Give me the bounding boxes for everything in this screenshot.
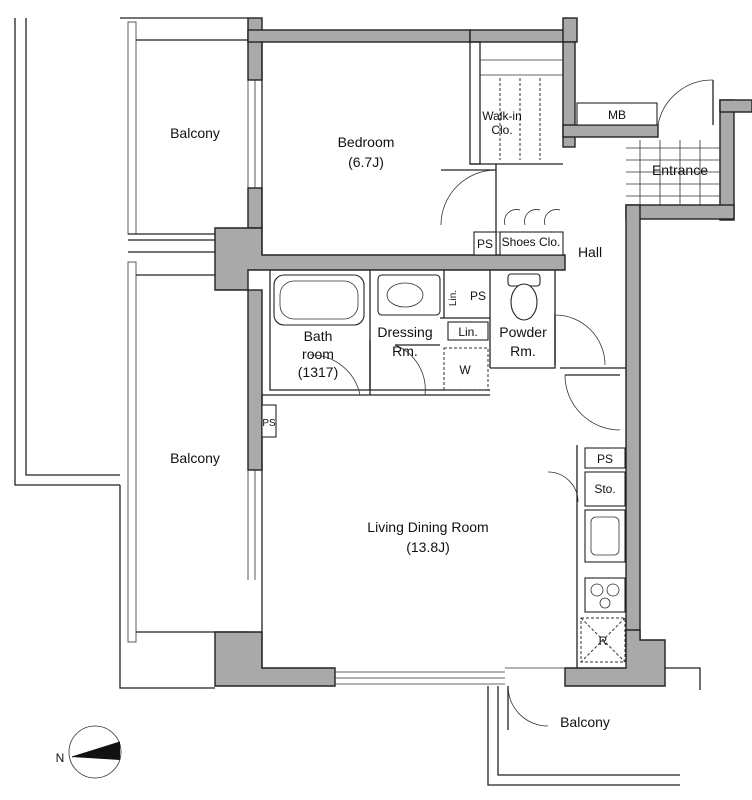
ps-dressing-label: PS [470,289,486,303]
balcony-top-left-area [14,17,248,486]
sink-counter [584,509,626,563]
walkin-label: Walk-in [482,109,522,123]
windows [247,80,565,685]
ps-kitchen-label: PS [597,452,613,466]
hall-label: Hall [578,244,602,260]
living-label: Living Dining Room [367,519,488,535]
compass-n-label: N [56,751,65,765]
doors [309,79,714,730]
storage-box [584,471,626,507]
mb-label: MB [608,108,626,122]
dressing-label-1: Dressing [377,324,432,340]
dressing-label-2: Rm. [392,343,418,359]
room-labels: Balcony Bedroom (6.7J) Walk-in Clo. MB E… [56,108,709,765]
balcony-bottom-label: Balcony [560,714,610,730]
balcony-bottom-area [487,667,701,786]
toilet-bowl [510,283,538,321]
walkin-label-2: Clo. [491,123,512,137]
bath-label-2: room [302,346,334,362]
washbasin [377,274,441,316]
partitions [261,41,626,668]
fridge-label: R [599,634,608,648]
lin-vertical-label: Lin. [448,290,459,306]
bath-size-label: (1317) [298,364,338,380]
bath-label-1: Bath [304,328,333,344]
kitchen-ps-box [584,447,626,469]
shoes-clo-label: Shoes Clo. [502,235,561,249]
washer-area [443,347,489,391]
washer-label: W [459,363,471,377]
storage-label: Sto. [594,482,615,496]
living-size-label: (13.8J) [406,539,450,555]
stove [584,577,626,613]
balcony-left-area [119,251,248,689]
mb-box [576,102,658,126]
bathtub [273,274,365,326]
ps-balcony-label: PS [262,418,276,429]
powder-label-2: Rm. [510,343,536,359]
bedroom-size-label: (6.7J) [348,154,384,170]
compass [68,725,122,779]
balcony-top-left-label: Balcony [170,125,220,141]
balcony-left-label: Balcony [170,450,220,466]
fixtures [273,102,720,663]
bedroom-label: Bedroom [338,134,395,150]
shoes-closet [499,231,564,256]
lin-horizontal-label: Lin. [458,325,477,339]
walls [214,17,752,687]
powder-label-1: Powder [499,324,547,340]
entrance-label: Entrance [652,162,708,178]
fridge-space [580,617,626,663]
ps-bedroom-label: PS [477,237,493,251]
